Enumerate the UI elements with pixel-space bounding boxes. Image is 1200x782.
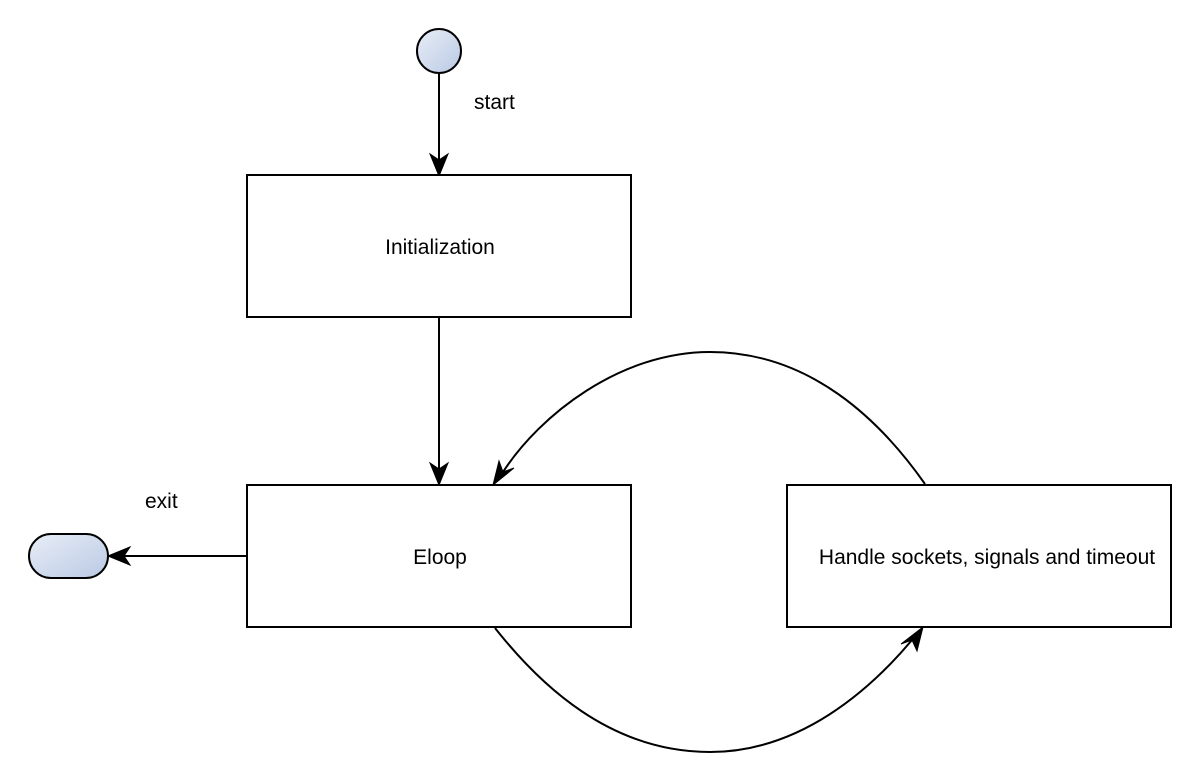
eloop-label: Eloop [413,546,467,569]
init-to-eloop-arrowhead [428,461,450,487]
start-node[interactable] [416,28,462,74]
eloop-to-handler-edge [494,627,913,754]
initialization-state[interactable] [246,174,632,318]
start-edge-arrowhead [428,152,450,178]
exit-edge-label: exit [145,490,178,513]
exit-edge-arrowhead [106,545,132,567]
start-edge-label: start [474,91,515,114]
exit-node[interactable] [28,533,109,579]
handler-to-eloop-arrowhead [492,459,515,487]
handler-to-eloop-edge [502,350,926,485]
handler-state[interactable] [786,484,1172,628]
initialization-label: Initialization [385,236,495,259]
eloop-to-handler-arrowhead [900,625,924,653]
handler-label: Handle sockets, signals and timeout [819,546,1155,569]
